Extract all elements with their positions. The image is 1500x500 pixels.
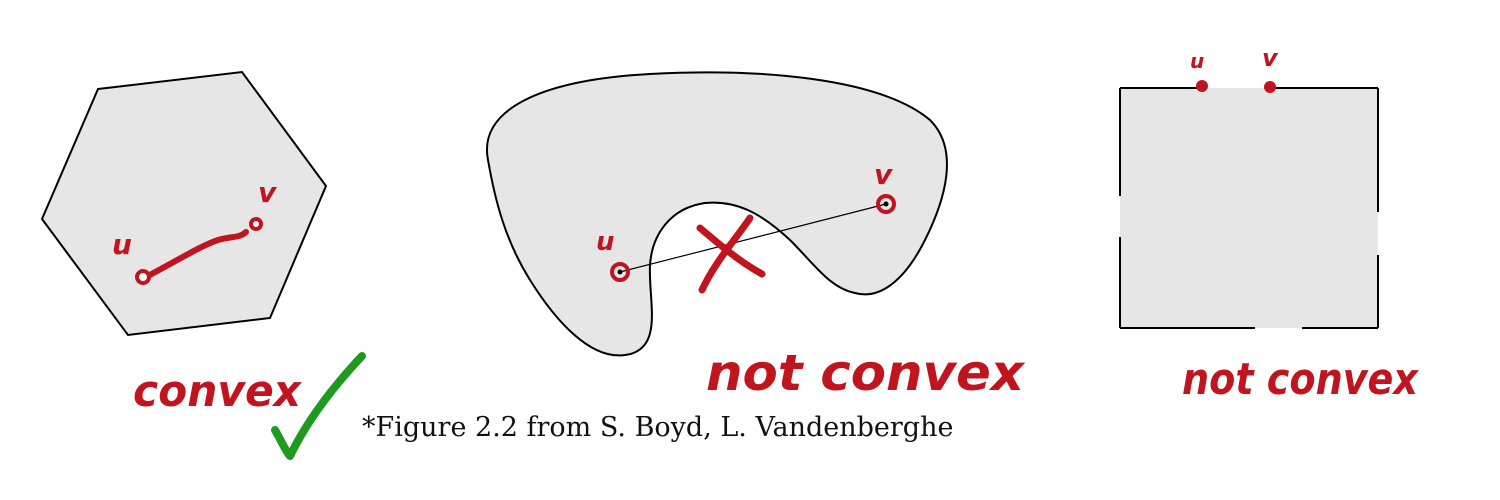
- panel-kidney: u v not convex: [485, 71, 1026, 402]
- kidney-label-u: u: [596, 227, 615, 257]
- kidney-shape: [485, 71, 948, 357]
- hexagon-segment-uv: [143, 229, 249, 280]
- panel-square: u v not convex: [1119, 44, 1419, 405]
- hexagon-label-u: u: [112, 228, 132, 261]
- figure-caption: *Figure 2.2 from S. Boyd, L. Vandenbergh…: [362, 412, 953, 443]
- hexagon-verdict-label: convex: [133, 366, 303, 417]
- check-icon: [271, 352, 366, 460]
- square-label-u: u: [1190, 49, 1204, 73]
- kidney-point-u: [610, 262, 630, 282]
- cross-icon: [696, 214, 766, 294]
- hexagon-point-v: [249, 217, 263, 231]
- hexagon-label-v: v: [258, 176, 277, 209]
- square-point-u: [1196, 80, 1208, 92]
- kidney-point-u-dot: [617, 269, 623, 275]
- hexagon-shape: [40, 70, 328, 337]
- square-shape: [1120, 88, 1378, 328]
- square-boundary: [1119, 87, 1379, 329]
- kidney-point-v-dot: [883, 201, 889, 207]
- kidney-verdict-label: not convex: [706, 344, 1026, 402]
- kidney-point-v: [876, 194, 896, 214]
- panel-hexagon: u v convex: [40, 70, 366, 460]
- square-point-v: [1264, 81, 1276, 93]
- square-label-v: v: [1262, 44, 1279, 72]
- square-verdict-label: not convex: [1182, 354, 1419, 405]
- kidney-label-v: v: [874, 158, 893, 191]
- kidney-segment-uv: [619, 203, 887, 273]
- hexagon-point-u: [135, 269, 151, 285]
